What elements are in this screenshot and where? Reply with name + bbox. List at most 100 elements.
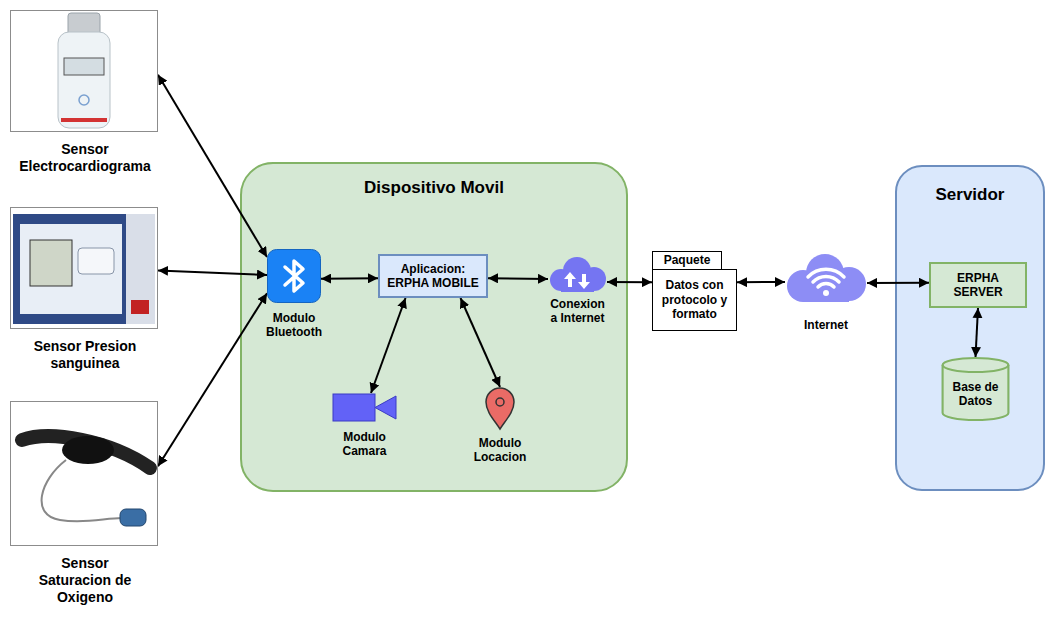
- download-arrow: [578, 274, 590, 289]
- icon-graphic: [785, 253, 867, 303]
- node-text: Base de Datos: [945, 380, 1006, 409]
- connector-arrow: [321, 277, 378, 280]
- label-slot: Sensor Presion sanguinea: [11, 338, 159, 372]
- bt-icon: [268, 250, 321, 303]
- device-button: [79, 95, 89, 105]
- node-text: Aplicacion: ERPHA MOBILE: [384, 262, 482, 291]
- location-module: Modulo Locacion: [485, 387, 515, 430]
- cylinder-body: [943, 358, 1009, 420]
- node-text: Modulo Locacion: [465, 436, 535, 465]
- wifi-dot: [823, 290, 829, 296]
- box-logo: [131, 300, 149, 314]
- wrist-unit: [62, 436, 114, 464]
- text-slot: ERPHA SERVER: [931, 264, 1025, 306]
- box-cuff: [78, 248, 114, 274]
- icon-tile: [268, 250, 321, 303]
- band-outline: [241, 163, 627, 491]
- database-cylinder: Base de Datos: [941, 357, 1010, 421]
- node-text: Conexion a Internet: [547, 297, 609, 326]
- sensor-frame: Sensor Saturacion de Oxigeno: [10, 401, 158, 546]
- connector-arrow: [371, 298, 406, 393]
- node-text: Datos con protocolo y formato: [656, 278, 733, 321]
- label-slot: Internet: [791, 318, 861, 332]
- app-box: Aplicacion: ERPHA MOBILE: [378, 254, 488, 298]
- device-display: [64, 58, 104, 75]
- node-text: Sensor Presion sanguinea: [11, 338, 159, 372]
- text-slot: Aplicacion: ERPHA MOBILE: [380, 256, 486, 296]
- connector-arrow: [488, 277, 548, 280]
- bluetooth-module: Modulo Bluetooth: [267, 249, 321, 303]
- internet-cloud: Internet: [785, 253, 867, 303]
- box-lcd: [30, 240, 72, 286]
- node-text: Internet: [791, 318, 861, 332]
- upload-arrow: [564, 272, 576, 287]
- node-text: Sensor Saturacion de Oxigeno: [25, 555, 145, 605]
- node-text: Sensor Electrocardiograma: [11, 141, 159, 175]
- pin-shape: [486, 388, 514, 429]
- server-box: ERPHA SERVER: [929, 262, 1027, 308]
- packet-body: Datos con protocolo y formato: [652, 269, 737, 331]
- cylinder-rim: [943, 365, 1009, 372]
- icon-graphic: [267, 249, 321, 303]
- band-title-slot: Dispositivo Movil: [240, 178, 628, 198]
- label-slot: Modulo Bluetooth: [259, 311, 329, 340]
- spo2-device: [22, 436, 150, 526]
- connector-arrow: [867, 282, 929, 284]
- pin-icon: [486, 388, 514, 429]
- sensor-cable: [42, 460, 122, 521]
- packet-tab: Paquete: [652, 251, 722, 270]
- band-title-slot: Servidor: [895, 185, 1045, 205]
- node-text: Dispositivo Movil: [240, 178, 628, 198]
- camera-lens: [375, 396, 396, 419]
- band-outline: [896, 166, 1044, 490]
- connector-arrow: [158, 293, 267, 466]
- bluetooth-rune: [285, 261, 303, 291]
- wrist-band: [22, 436, 150, 468]
- connector-arrow: [607, 281, 652, 283]
- connector-arrow: [737, 281, 785, 283]
- finger-clip: [120, 509, 146, 526]
- wifi-arc: [808, 269, 844, 277]
- label-slot: Modulo Camara: [335, 430, 395, 459]
- connector-arrow: [461, 298, 501, 387]
- label-slot: Modulo Locacion: [465, 436, 535, 465]
- wifi-arc: [813, 276, 839, 282]
- icon-graphic: [548, 256, 607, 293]
- node-text: Paquete: [664, 253, 711, 267]
- bp-device-box: [13, 214, 155, 324]
- node-text: ERPHA SERVER: [935, 271, 1021, 300]
- camera-module: Modulo Camara: [332, 393, 397, 422]
- cloud-icon: [550, 257, 606, 292]
- sensor-frame: Sensor Presion sanguinea: [10, 207, 158, 329]
- text-slot: Base de Datos: [941, 357, 1010, 421]
- connector-group: [158, 75, 978, 467]
- cloud-part: [803, 281, 849, 302]
- wifi-icon: [787, 254, 866, 302]
- server-band: ServidorERPHA SERVER Base de Datos: [895, 165, 1045, 491]
- label-slot: Sensor Electrocardiograma: [11, 141, 159, 175]
- box-body: [13, 214, 155, 324]
- label-slot: Sensor Saturacion de Oxigeno: [25, 555, 145, 605]
- device-band: Dispositivo MovilModulo Bluetooth Aplicac…: [240, 162, 628, 492]
- connector-arrow: [158, 75, 267, 257]
- data-packet: PaqueteDatos con protocolo y formato: [652, 251, 737, 331]
- camera-body: [333, 394, 375, 421]
- cam-icon: [333, 394, 396, 421]
- node-text: Servidor: [895, 185, 1045, 205]
- ecg-device: [58, 13, 110, 128]
- device-body: [58, 32, 110, 128]
- label-slot: Conexion a Internet: [547, 297, 609, 326]
- band-layer: [241, 163, 1044, 491]
- box-side: [126, 214, 155, 324]
- device-stripe: [61, 118, 107, 122]
- sensor-frame: Sensor Electrocardiograma: [10, 10, 158, 132]
- icon-graphic: [485, 387, 515, 430]
- connector-arrow: [158, 270, 267, 274]
- box-front: [20, 224, 122, 314]
- internet-connection: Conexion a Internet: [548, 256, 607, 293]
- wifi-arc: [818, 284, 834, 287]
- pin-hole: [496, 398, 504, 406]
- icon-graphic: [332, 393, 397, 422]
